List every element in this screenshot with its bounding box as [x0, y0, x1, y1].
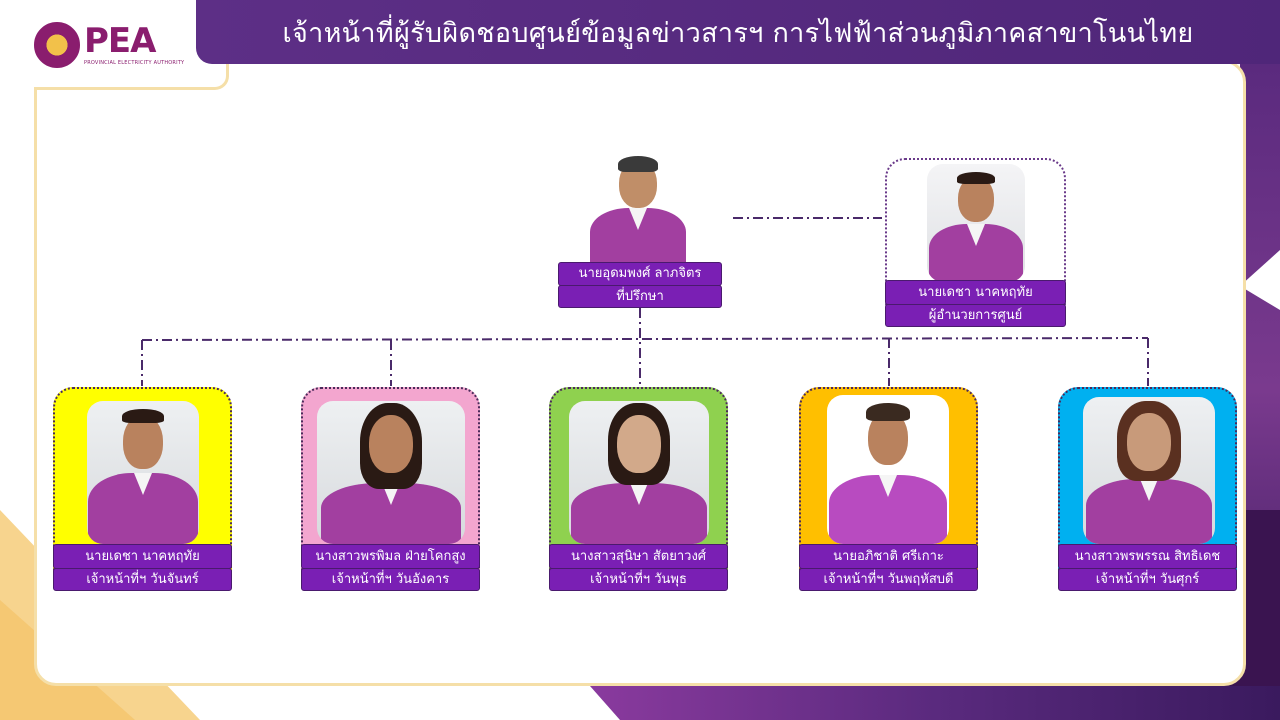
staff-name-monday: นายเดชา นาคหฤทัย — [53, 544, 232, 569]
staff-photo-tuesday — [317, 401, 465, 544]
advisor-name: นายอุดมพงศ์ ลาภจิตร — [558, 262, 722, 286]
staff-photo-friday — [1083, 397, 1215, 544]
staff-role-tuesday: เจ้าหน้าที่ฯ วันอังคาร — [301, 568, 480, 591]
connector-horizontal — [141, 337, 1149, 341]
page-title: เจ้าหน้าที่ผู้รับผิดชอบศูนย์ข้อมูลข่าวสา… — [282, 17, 1194, 49]
director-role: ผู้อำนวยการศูนย์ — [885, 304, 1066, 327]
staff-role-thursday: เจ้าหน้าที่ฯ วันพฤหัสบดี — [799, 568, 978, 591]
staff-photo-thursday — [827, 395, 949, 544]
staff-photo-monday — [87, 401, 199, 544]
decor-purple-bottom — [590, 686, 1280, 720]
advisor-photo — [583, 150, 693, 262]
advisor-role: ที่ปรึกษา — [558, 285, 722, 308]
staff-role-friday: เจ้าหน้าที่ฯ วันศุกร์ — [1058, 568, 1237, 591]
title-bar: เจ้าหน้าที่ผู้รับผิดชอบศูนย์ข้อมูลข่าวสา… — [196, 0, 1280, 64]
staff-role-monday: เจ้าหน้าที่ฯ วันจันทร์ — [53, 568, 232, 591]
staff-name-tuesday: นางสาวพรพิมล ฝ่ายโคกสูง — [301, 544, 480, 569]
staff-role-wednesday: เจ้าหน้าที่ฯ วันพุธ — [549, 568, 728, 591]
director-name: นายเดชา นาคหฤทัย — [885, 280, 1066, 305]
logo-text: PEA — [84, 21, 156, 61]
pea-logo: PEA PROVINCIAL ELECTRICITY AUTHORITY — [34, 22, 184, 74]
pea-emblem-icon — [34, 22, 80, 68]
staff-name-friday: นางสาวพรพรรณ สิทธิเดช — [1058, 544, 1237, 569]
panel-tab — [34, 60, 229, 90]
staff-name-wednesday: นางสาวสุนิษา สัตยาวงศ์ — [549, 544, 728, 569]
staff-name-thursday: นายอภิชาติ ศรีเกาะ — [799, 544, 978, 569]
director-photo — [927, 164, 1025, 282]
logo-subtitle: PROVINCIAL ELECTRICITY AUTHORITY — [84, 60, 185, 66]
staff-photo-wednesday — [569, 401, 709, 544]
